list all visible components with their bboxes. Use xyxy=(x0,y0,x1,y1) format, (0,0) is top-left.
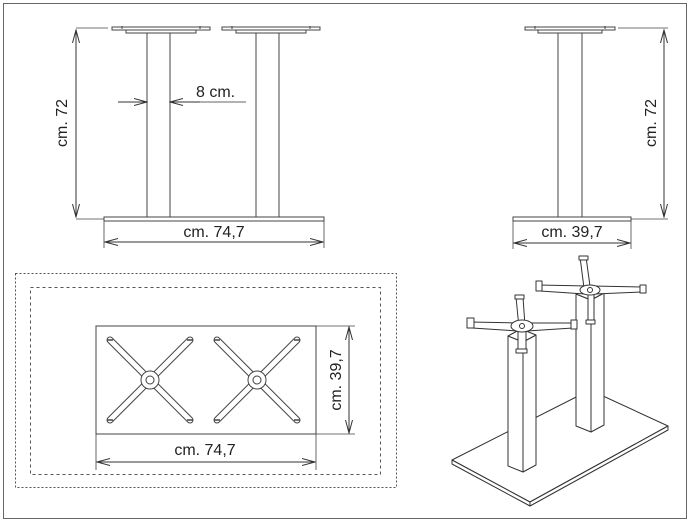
side-height-label: cm. 72 xyxy=(643,99,660,147)
perspective-column-back xyxy=(575,286,605,433)
perspective-column-front xyxy=(507,328,537,473)
side-base-plate xyxy=(512,216,632,222)
front-column-right xyxy=(255,32,280,218)
side-depth-label: cm. 39,7 xyxy=(541,224,602,241)
plan-outer-dashed-border xyxy=(15,273,397,488)
plan-depth-label: cm. 39,7 xyxy=(328,349,345,410)
plan-width-label: cm. 74,7 xyxy=(174,442,235,459)
sheet-border xyxy=(3,3,687,519)
plan-base-plate xyxy=(95,325,317,435)
front-top-plate-right xyxy=(221,26,321,34)
front-column-width-label: 8 cm. xyxy=(196,84,235,101)
side-view: cm. 72 cm. 39,7 xyxy=(512,26,668,249)
front-column-left xyxy=(146,32,171,218)
side-top-plate xyxy=(524,26,616,34)
front-base-plate xyxy=(103,216,325,222)
front-width-label: cm. 74,7 xyxy=(183,224,244,241)
front-view: cm. 72 8 cm. cm. 74,7 xyxy=(54,26,325,248)
front-top-plate-left xyxy=(111,26,211,34)
side-column xyxy=(557,32,583,218)
perspective-spider-back xyxy=(535,255,647,325)
front-height-label: cm. 72 xyxy=(54,99,71,147)
perspective-view xyxy=(451,255,669,507)
plan-tabletop-outline xyxy=(30,287,381,475)
plan-view: cm. 39,7 cm. 74,7 xyxy=(15,273,397,488)
perspective-spider-front xyxy=(466,294,578,354)
